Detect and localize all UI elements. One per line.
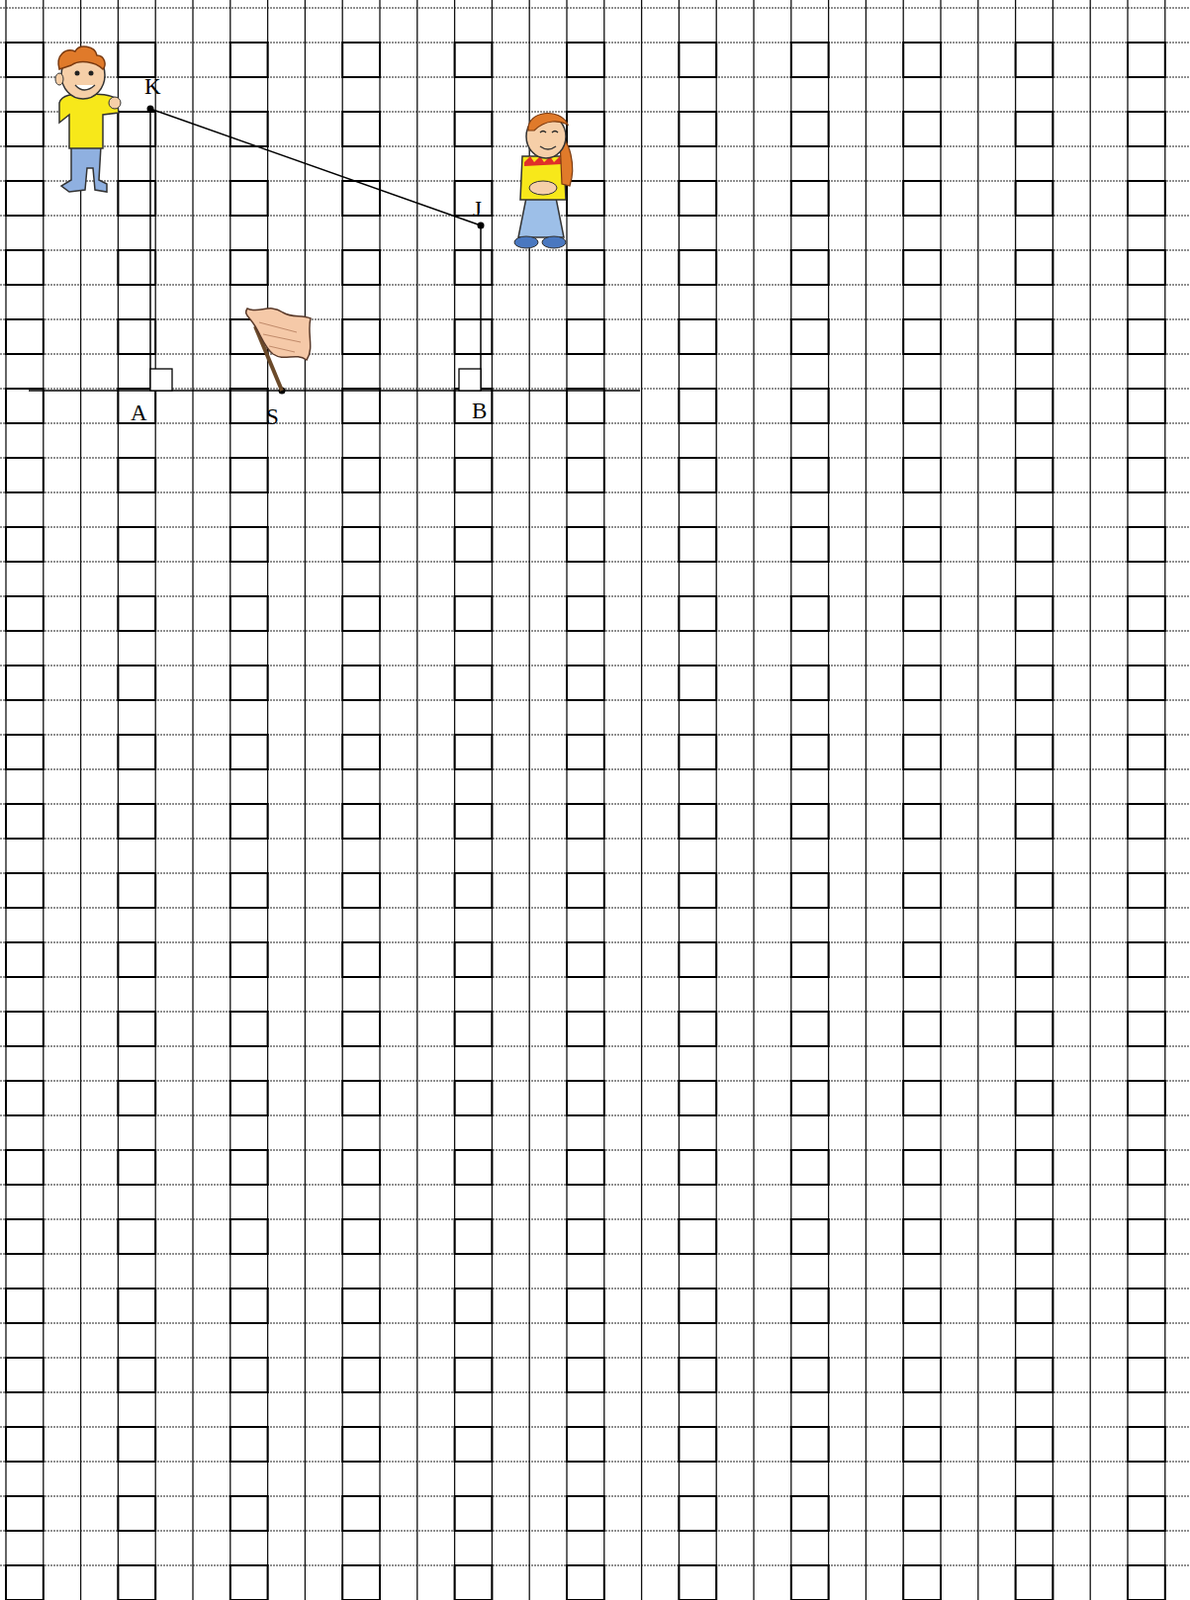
- point-label: A: [130, 401, 148, 425]
- right-angle-mark: [150, 368, 173, 391]
- point-label: S: [266, 405, 279, 429]
- right-angle-mark: [458, 368, 481, 391]
- point-label: B: [471, 399, 487, 423]
- perpendicular-jb: [479, 225, 482, 391]
- girl-figure: [514, 113, 573, 249]
- point-label: J: [472, 197, 482, 221]
- ground-line: [28, 389, 641, 392]
- perpendicular-ka: [149, 108, 152, 391]
- boy-figure: [55, 46, 121, 192]
- flag: [246, 308, 311, 391]
- point-label: K: [144, 75, 162, 98]
- segment-kj: [150, 108, 481, 226]
- point-k: [147, 105, 155, 113]
- point-j: [477, 222, 485, 230]
